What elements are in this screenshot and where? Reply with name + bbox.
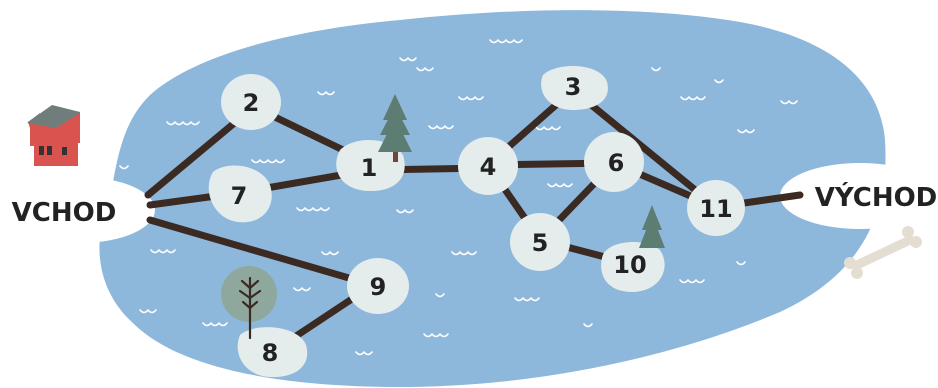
stone-11 [687, 180, 745, 236]
round-tree-icon [221, 266, 277, 340]
stone-1 [336, 139, 405, 192]
lake [99, 10, 886, 388]
entrance-land [5, 177, 155, 243]
house-icon [27, 105, 80, 166]
stone-3 [541, 65, 608, 110]
stone-6 [584, 132, 644, 192]
stone-labels: 1 2 3 4 5 6 7 8 9 10 11 [231, 73, 733, 367]
stone-label-7: 7 [231, 182, 248, 210]
stone-label-4: 4 [480, 153, 497, 181]
stone-label-10: 10 [613, 251, 646, 279]
stone-7 [208, 165, 272, 223]
bone-icon [844, 226, 922, 279]
stone-label-2: 2 [243, 89, 260, 117]
path-entrance-9 [146, 216, 377, 289]
stone-label-1: 1 [361, 154, 378, 182]
stone-9 [347, 258, 409, 314]
stone-8 [237, 327, 308, 378]
path-3-11 [569, 86, 720, 211]
stone-10 [601, 242, 665, 292]
water-waves [119, 39, 798, 356]
stepping-stones [208, 65, 745, 378]
stone-5 [510, 213, 570, 271]
pine-tree-icon [378, 94, 412, 162]
exit-land [780, 163, 938, 229]
stone-label-6: 6 [608, 149, 625, 177]
small-pine-tree-icon [639, 205, 665, 248]
stone-label-9: 9 [370, 273, 387, 301]
stone-2 [221, 74, 281, 130]
exit-label: VÝCHOD [815, 181, 938, 213]
stone-label-5: 5 [532, 229, 549, 257]
stone-label-3: 3 [565, 73, 582, 101]
entrance-label: VCHOD [12, 198, 117, 228]
stone-4 [458, 137, 518, 195]
stone-label-11: 11 [699, 195, 732, 223]
stone-label-8: 8 [262, 339, 279, 367]
